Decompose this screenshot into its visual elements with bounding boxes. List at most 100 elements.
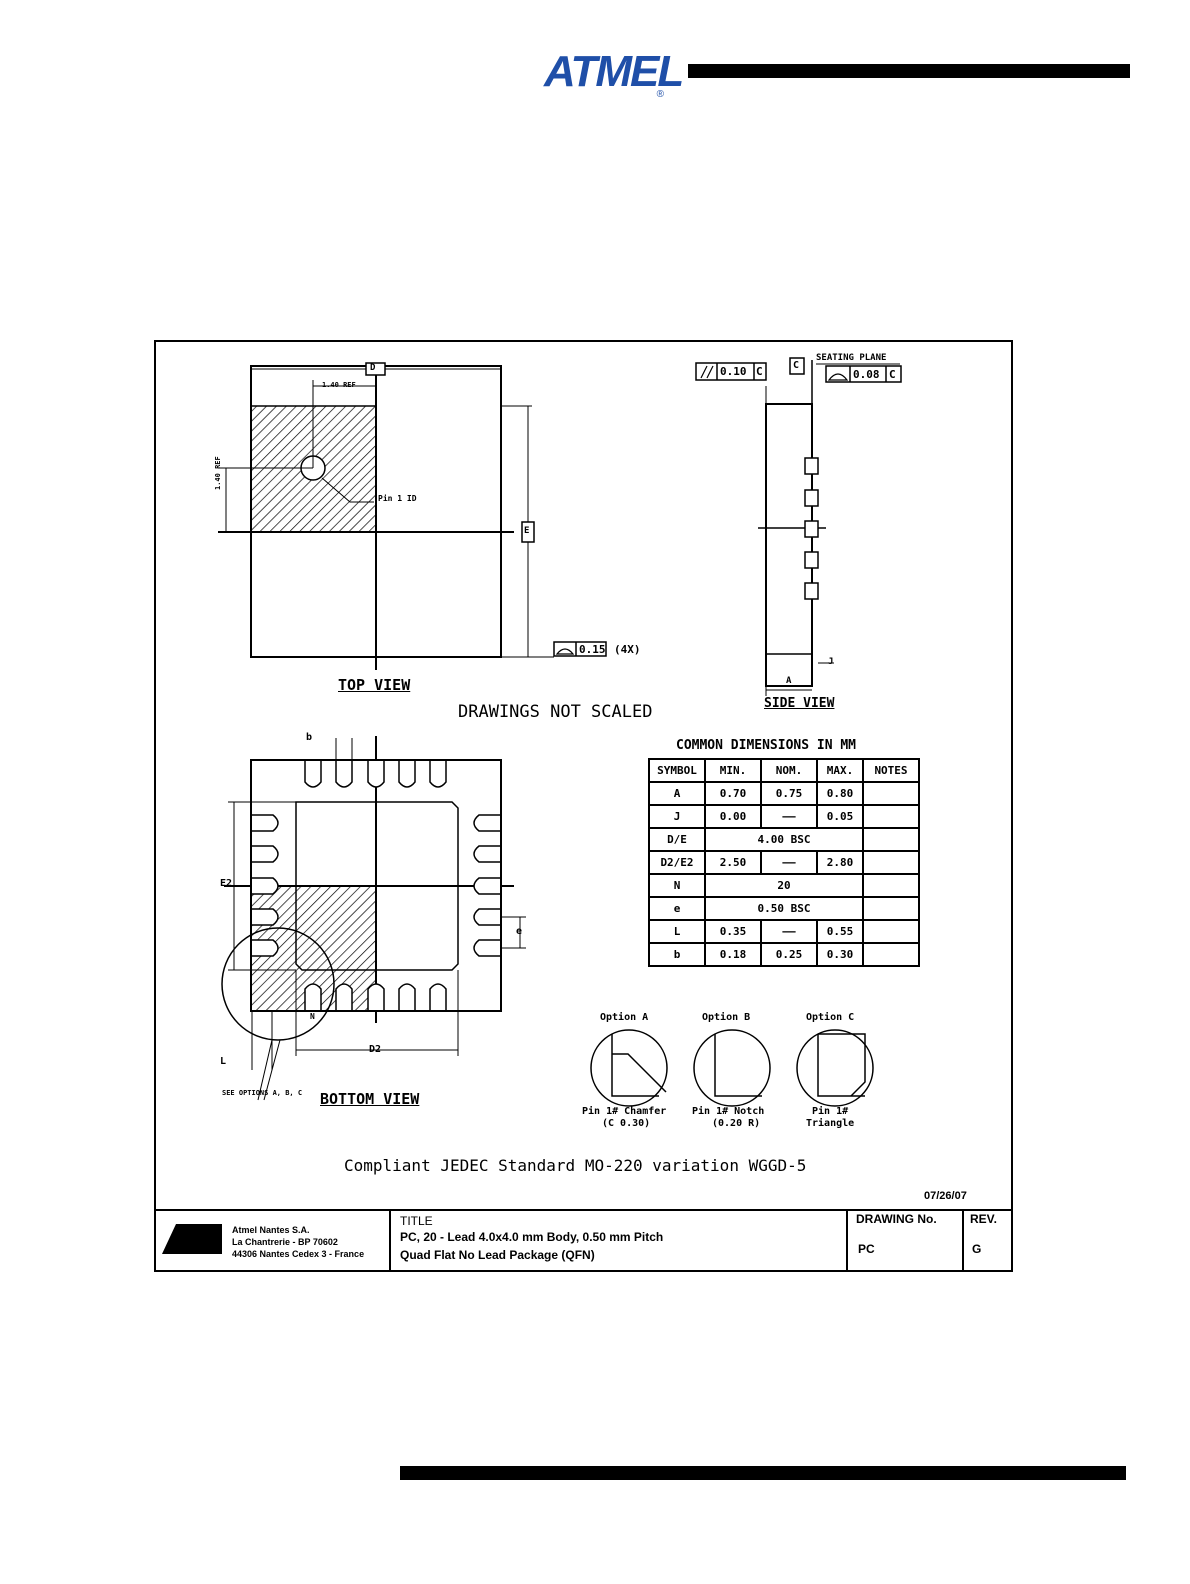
- dim-d2: D2: [369, 1044, 382, 1055]
- top-view: [218, 362, 607, 670]
- cell: N: [648, 873, 706, 898]
- cell: 4.00 BSC: [704, 827, 864, 852]
- header-min: MIN.: [704, 758, 762, 783]
- package-drawing: TOP VIEW SIDE VIEW BOTTOM VIEW DRAWINGS …: [154, 340, 1013, 1272]
- option-c-caption2: Triangle: [806, 1118, 855, 1129]
- drawing-no-label: DRAWING No.: [856, 1212, 937, 1226]
- company-line: La Chantrerie - BP 70602: [232, 1237, 338, 1247]
- table-row: A 0.70 0.75 0.80: [648, 781, 920, 806]
- option-a-caption2: (C 0.30): [602, 1118, 651, 1129]
- dim-d: D: [370, 363, 376, 373]
- company-line: Atmel Nantes S.A.: [232, 1225, 310, 1235]
- top-view-label: TOP VIEW: [338, 676, 411, 694]
- pin1-ref-h: 1.40 REF: [322, 381, 356, 389]
- bottom-view: [221, 736, 526, 1101]
- title-label: TITLE: [400, 1214, 433, 1228]
- option-c-title: Option C: [806, 1012, 855, 1023]
- cell: 0.55: [816, 919, 864, 944]
- option-a-title: Option A: [600, 1012, 649, 1023]
- company-line: 44306 Nantes Cedex 3 - France: [232, 1249, 365, 1259]
- parallel-tol: 0.10: [720, 365, 747, 378]
- cell: ——: [760, 919, 818, 944]
- compliance-note: Compliant JEDEC Standard MO-220 variatio…: [344, 1156, 807, 1175]
- bottom-view-label: BOTTOM VIEW: [320, 1090, 420, 1108]
- datum-c: C: [793, 360, 800, 371]
- not-scaled-note: DRAWINGS NOT SCALED: [458, 702, 653, 722]
- cell: [862, 827, 920, 852]
- drawing-linework: [154, 340, 1013, 1272]
- cell: 0.80: [816, 781, 864, 806]
- cell: 0.00: [704, 804, 762, 829]
- flatness-datum: C: [889, 368, 896, 381]
- dim-l: L: [220, 1056, 227, 1067]
- cell: 0.35: [704, 919, 762, 944]
- cell: [862, 850, 920, 875]
- datum-c-ref: C: [756, 365, 763, 378]
- cell: [862, 896, 920, 921]
- flatness-tol: 0.08: [853, 368, 880, 381]
- registered-mark: ®: [656, 89, 664, 100]
- header-rule: [688, 64, 1130, 78]
- pin1-options: [590, 1029, 874, 1107]
- cell: [862, 873, 920, 898]
- table-row: J 0.00 —— 0.05: [648, 804, 920, 829]
- profile-count: (4X): [614, 643, 641, 656]
- cell: e: [648, 896, 706, 921]
- table-row: D2/E2 2.50 —— 2.80: [648, 850, 920, 875]
- pin1-note: Pin 1 ID: [378, 494, 417, 503]
- footer-rule: [400, 1466, 1126, 1480]
- dim-b: b: [306, 732, 313, 743]
- seating-plane-label: SEATING PLANE: [816, 353, 887, 363]
- table-row: N 20: [648, 873, 920, 898]
- title-line-2: Quad Flat No Lead Package (QFN): [400, 1248, 595, 1262]
- cell: 0.75: [760, 781, 818, 806]
- cell: 0.50 BSC: [704, 896, 864, 921]
- option-b-caption2: (0.20 R): [712, 1118, 761, 1129]
- dim-e-pitch: e: [516, 926, 523, 937]
- dimensions-table: SYMBOL MIN. NOM. MAX. NOTES A 0.70 0.75 …: [648, 758, 920, 967]
- cell: J: [648, 804, 706, 829]
- cell: D/E: [648, 827, 706, 852]
- dim-j: J: [828, 657, 834, 667]
- cell: 2.50: [704, 850, 762, 875]
- cell: D2/E2: [648, 850, 706, 875]
- option-b-caption: Pin 1# Notch: [692, 1106, 765, 1117]
- table-row: e 0.50 BSC: [648, 896, 920, 921]
- header-symbol: SYMBOL: [648, 758, 706, 783]
- options-note: SEE OPTIONS A, B, C: [222, 1089, 303, 1097]
- dim-e2: E2: [220, 878, 233, 889]
- side-view: [695, 357, 902, 696]
- logo-text: ATMEL: [544, 47, 684, 96]
- cell: 20: [704, 873, 864, 898]
- option-a-caption: Pin 1# Chamfer: [582, 1106, 667, 1117]
- cell: [862, 781, 920, 806]
- header-notes: NOTES: [862, 758, 920, 783]
- drawing-date: 07/26/07: [924, 1190, 967, 1202]
- cell: 0.70: [704, 781, 762, 806]
- dim-e: E: [524, 526, 530, 536]
- dim-a: A: [786, 676, 792, 686]
- pin-n: N: [310, 1012, 315, 1021]
- header-max: MAX.: [816, 758, 864, 783]
- cell: [862, 919, 920, 944]
- cell: 2.80: [816, 850, 864, 875]
- table-row: D/E 4.00 BSC: [648, 827, 920, 852]
- title-line-1: PC, 20 - Lead 4.0x4.0 mm Body, 0.50 mm P…: [400, 1230, 664, 1244]
- cell: 0.05: [816, 804, 864, 829]
- profile-tol: 0.15: [579, 643, 606, 656]
- pin1-ref-v: 1.40 REF: [214, 456, 222, 490]
- table-header-row: SYMBOL MIN. NOM. MAX. NOTES: [648, 758, 920, 783]
- side-view-label: SIDE VIEW: [764, 696, 835, 711]
- option-c-caption: Pin 1#: [812, 1106, 849, 1117]
- cell: ——: [760, 850, 818, 875]
- option-b-title: Option B: [702, 1012, 751, 1023]
- cell: [862, 804, 920, 829]
- cell: 0.30: [816, 942, 864, 967]
- cell: L: [648, 919, 706, 944]
- cell: 0.25: [760, 942, 818, 967]
- rev-value: G: [972, 1242, 982, 1256]
- atmel-logo: ATMEL ®: [544, 42, 684, 100]
- table-title: COMMON DIMENSIONS IN MM: [676, 738, 857, 753]
- cell: 0.18: [704, 942, 762, 967]
- cell: ——: [760, 804, 818, 829]
